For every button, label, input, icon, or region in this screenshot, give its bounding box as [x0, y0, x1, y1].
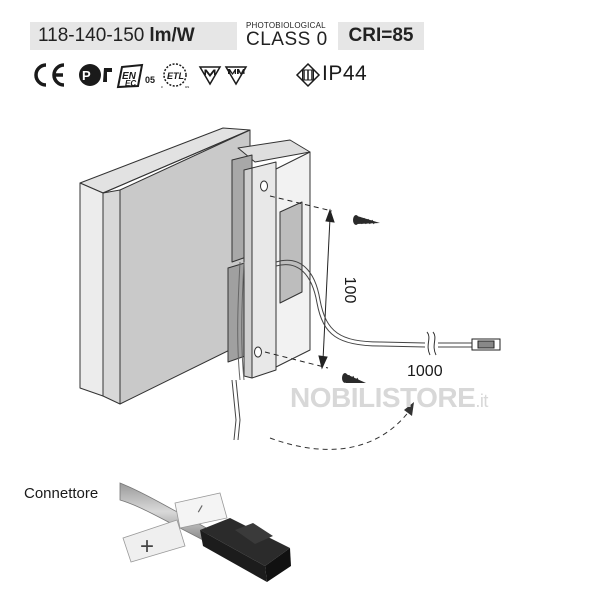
cabinet-panel [79, 127, 251, 405]
cable-end [438, 342, 472, 348]
svg-text:EN: EN [122, 71, 137, 82]
side-panel [237, 139, 311, 371]
black-connector [200, 518, 291, 582]
dimension-1000: 1000 [407, 363, 443, 380]
enec-number: 05 [145, 75, 155, 85]
photobiological-label: PHOTOBIOLOGICAL [246, 20, 326, 30]
efficacy-value: 118-140-150 [38, 25, 145, 46]
certification-marks: P EN EC 05 ETL c us [34, 62, 321, 89]
mm-triangle-mark-icon [224, 66, 248, 86]
screw-icon [353, 215, 380, 225]
pct-mark-icon: P [79, 64, 112, 86]
watermark-brand: NOBILISTORE [290, 382, 476, 413]
class-iii-icon [295, 62, 321, 88]
svg-text:us: us [185, 84, 189, 89]
arrowhead-icon [404, 402, 414, 416]
enec-mark-icon: EN EC 05 [116, 63, 155, 89]
label-tag-plus [122, 519, 186, 563]
svg-text:P: P [82, 68, 91, 83]
photobiological-class-value: CLASS 0 [246, 28, 328, 50]
efficacy-box: 118-140-150 lm/W [30, 22, 237, 50]
cri-value: CRI=85 [348, 25, 414, 46]
svg-text:c: c [161, 84, 163, 89]
cable-break-mark [426, 331, 437, 356]
efficacy-unit: lm/W [149, 25, 195, 46]
dimension-100: 100 [341, 277, 358, 304]
curved-arrow [269, 409, 411, 450]
cri-box: CRI=85 [338, 22, 424, 50]
photobiological-class: PHOTOBIOLOGICAL CLASS 0 [246, 18, 330, 52]
watermark: NOBILISTORE.it [290, 382, 488, 414]
cable [231, 259, 426, 441]
etl-mark-icon: ETL c us [161, 63, 189, 89]
ce-mark-icon [34, 63, 65, 87]
plus-sign: + [140, 533, 154, 560]
watermark-tld: .it [475, 391, 488, 411]
screw-icon [342, 373, 366, 383]
label-tag-minus [174, 492, 228, 529]
connector-plug-icon [471, 338, 501, 351]
installation-diagram: 100 1000 [79, 127, 501, 450]
svg-text:EC: EC [125, 79, 136, 88]
dimension-arrow-vertical [318, 208, 335, 370]
connettore-label: Connettore [24, 485, 99, 502]
lamp-profile [227, 154, 277, 379]
ip-rating: IP44 [322, 62, 368, 85]
dimension-guides [264, 195, 333, 369]
etl-text: ETL [167, 71, 184, 81]
m-triangle-mark-icon [198, 66, 222, 86]
connector-photo: − + [119, 482, 291, 582]
